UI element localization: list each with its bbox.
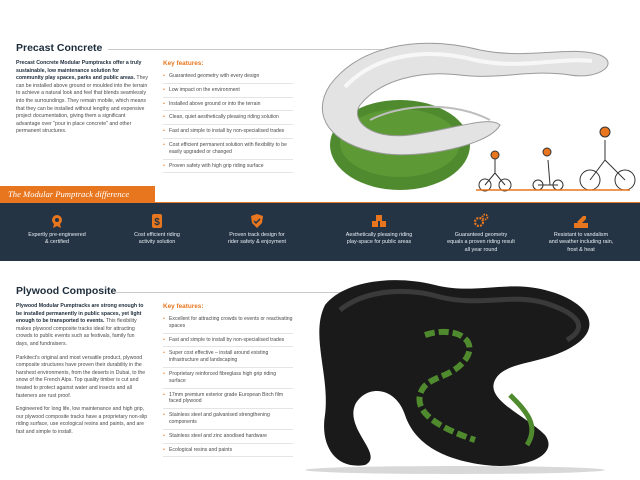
feature-geometry: Guaranteed geometry equals a proven ridi… <box>436 213 526 254</box>
difference-banner <box>0 203 640 261</box>
feature-label: Cost efficient riding <box>134 232 180 238</box>
feature-label: equals a proven riding result <box>447 239 515 246</box>
plywood-title: Plywood Composite <box>16 285 117 297</box>
plywood-intro-bold: Plywood Modular Pumptracks are strong en… <box>16 303 144 325</box>
feature-label: Aesthetically pleasing riding <box>345 232 413 238</box>
svg-text:$: $ <box>154 217 160 228</box>
precast-intro: Precast Concrete Modular Pumptracks offe… <box>16 60 148 142</box>
feature-label: all year round <box>464 246 498 253</box>
precast-title-rule <box>108 49 418 50</box>
plywood-title-rule <box>114 292 344 293</box>
list-item: Fast and simple to install by non-specia… <box>163 125 293 139</box>
precast-key-features-title: Key features: <box>163 60 204 67</box>
feature-label: and weather including rain, <box>548 239 614 246</box>
list-item: Ecological resins and paints <box>163 444 293 458</box>
list-item: Excellent for attracting crowds to event… <box>163 313 293 334</box>
feature-label: activity solution <box>138 239 176 246</box>
feature-resistant: Resistant to vandalism and weather inclu… <box>536 213 626 254</box>
plywood-pumptrack-image <box>305 280 605 474</box>
plywood-intro: Plywood Modular Pumptracks are strong en… <box>16 303 148 443</box>
plywood-key-features-list: Excellent for attracting crowds to event… <box>163 313 293 458</box>
vandal-proof-icon <box>574 216 588 228</box>
feature-label: Expertly pre-engineered <box>28 232 86 238</box>
list-item: Fast and simple to install by non-specia… <box>163 334 293 348</box>
engineered-badge-icon <box>52 215 62 228</box>
cubes-icon <box>372 215 386 227</box>
feature-cost: $ Cost efficient riding activity solutio… <box>112 213 202 247</box>
precast-title: Precast Concrete <box>16 42 103 54</box>
dollar-icon: $ <box>152 214 162 228</box>
feature-label: Resistant to vandalism <box>553 232 609 238</box>
banner-tab-text: The Modular Pumptrack difference <box>8 189 130 199</box>
precast-key-features-list: Guaranteed geometry with every design Lo… <box>163 70 293 174</box>
banner-tab: The Modular Pumptrack difference <box>0 186 155 203</box>
banner-divider <box>155 202 640 203</box>
list-item: Stainless steel and galvanised strengthe… <box>163 409 293 430</box>
feature-label: & certified <box>45 239 69 246</box>
list-item: 17mm premium exterior grade European Bir… <box>163 389 293 410</box>
precast-intro-bold: Precast Concrete Modular Pumptracks offe… <box>16 60 142 82</box>
feature-label: Guaranteed geometry <box>454 232 508 238</box>
list-item: Stainless steel and zinc anodised hardwa… <box>163 430 293 444</box>
gears-icon <box>473 213 489 228</box>
feature-safety: Proven track design for rider safety & e… <box>212 213 302 247</box>
list-item: Low impact on the environment <box>163 84 293 98</box>
list-item: Installed above ground or into the terra… <box>163 98 293 112</box>
list-item: Super cost effective – install around ex… <box>163 347 293 368</box>
list-item: Proven safety with high grip riding surf… <box>163 160 293 174</box>
list-item: Cost efficient permanent solution with f… <box>163 139 293 160</box>
plywood-key-features-title: Key features: <box>163 303 204 310</box>
feature-label: rider safety & enjoyment <box>227 239 287 246</box>
list-item: Clean, quiet aesthetically pleasing ridi… <box>163 111 293 126</box>
feature-label: play-space for public areas <box>346 239 412 246</box>
list-item: Guaranteed geometry with every design <box>163 70 293 84</box>
feature-engineered: Expertly pre-engineered & certified <box>12 213 102 247</box>
feature-label: Proven track design for <box>229 232 285 238</box>
plywood-paragraph-3: Engineered for long life, low maintenanc… <box>16 406 148 435</box>
concrete-pumptrack-image <box>321 42 636 192</box>
feature-label: frost & heat <box>567 246 595 253</box>
feature-aesthetic: Aesthetically pleasing riding play-space… <box>334 213 424 247</box>
shield-icon <box>251 214 263 228</box>
plywood-intro-rest: This flexibility makes plywood composite… <box>16 318 137 347</box>
list-item: Proprietary reinforced fibreglass high g… <box>163 368 293 389</box>
precast-intro-rest: They can be installed above ground or mo… <box>16 75 148 135</box>
plywood-paragraph-2: Parkitect's original and most versatile … <box>16 354 146 399</box>
